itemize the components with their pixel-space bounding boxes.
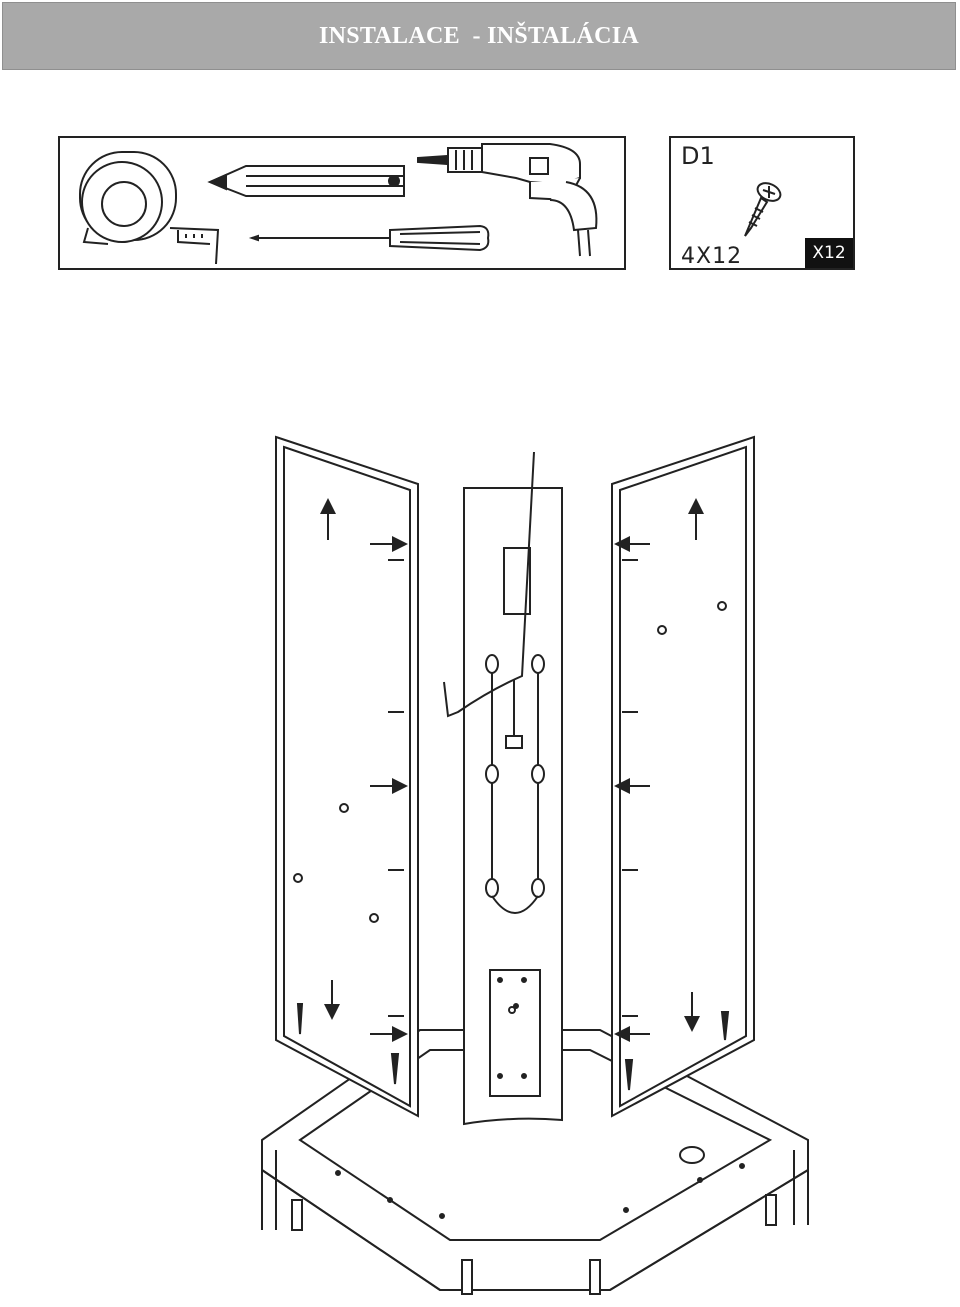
shower-assembly-diagram: [261, 435, 809, 1295]
center-shower-column: [443, 451, 563, 1126]
page-title: INSTALACE - INŠTALÁCIA: [318, 22, 640, 49]
drill-icon: [417, 143, 598, 257]
tray-leg: [765, 1194, 777, 1226]
part-id-label: D1: [681, 142, 715, 170]
part-size-label: 4X12: [681, 244, 743, 269]
part-quantity-badge: X12: [805, 238, 853, 268]
tape-measure-icon: [79, 151, 220, 265]
right-side-panel: [611, 435, 755, 1118]
left-side-panel: [275, 435, 419, 1118]
tray-leg: [589, 1259, 601, 1295]
tools-panel: [58, 136, 626, 270]
part-panel: D1 4X12 X12: [669, 136, 855, 270]
screw-icon: [744, 182, 782, 237]
pencil-icon: [207, 165, 405, 197]
tray-leg: [291, 1199, 303, 1231]
tray-leg: [461, 1259, 473, 1295]
page-header: INSTALACE - INŠTALÁCIA: [2, 2, 956, 70]
screwdriver-icon: [248, 224, 490, 252]
tools-illustration: [79, 143, 598, 265]
drain-hole: [679, 1146, 705, 1164]
